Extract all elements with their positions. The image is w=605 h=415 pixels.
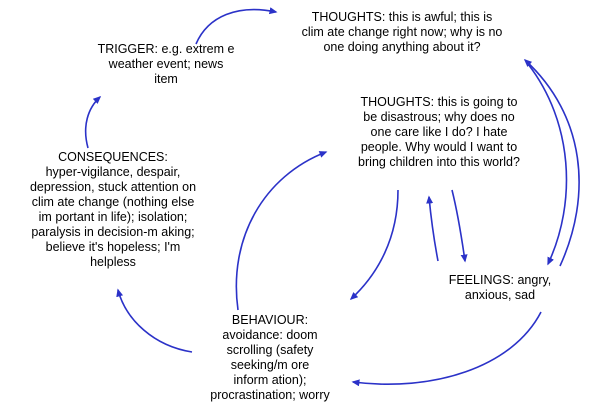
arrow-feelings-to-behaviour [351,311,542,387]
arrow-behaviour-to-consequences [116,288,193,353]
arrow-feelings-to-thoughts-2 [426,195,439,262]
node-consequences: CONSEQUENCES: hyper-vigilance, despair, … [29,150,197,269]
node-behaviour: BEHAVIOUR: avoidance: doom scrolling (sa… [210,313,330,402]
node-thoughts-secondary: THOUGHTS: this is going to be disastrous… [358,95,520,169]
arrow-behaviour-to-thoughts-2 [235,151,328,311]
arrow-thoughts-2-to-feelings [451,189,468,263]
arrow-consequences-to-trigger [84,95,102,149]
arrow-thoughts-2-to-behaviour [349,189,399,301]
node-feelings: FEELINGS: angry, anxious, sad [448,273,552,302]
node-thoughts-initial: THOUGHTS: this is awful; this is clim at… [301,10,503,54]
node-trigger: TRIGGER: e.g. extrem e weather event; ne… [97,42,235,86]
arrow-trigger-to-thoughts-1 [195,7,278,45]
arrow-thoughts-1-to-feelings [527,63,568,266]
arrow-feelings-to-thoughts-1 [523,58,580,267]
